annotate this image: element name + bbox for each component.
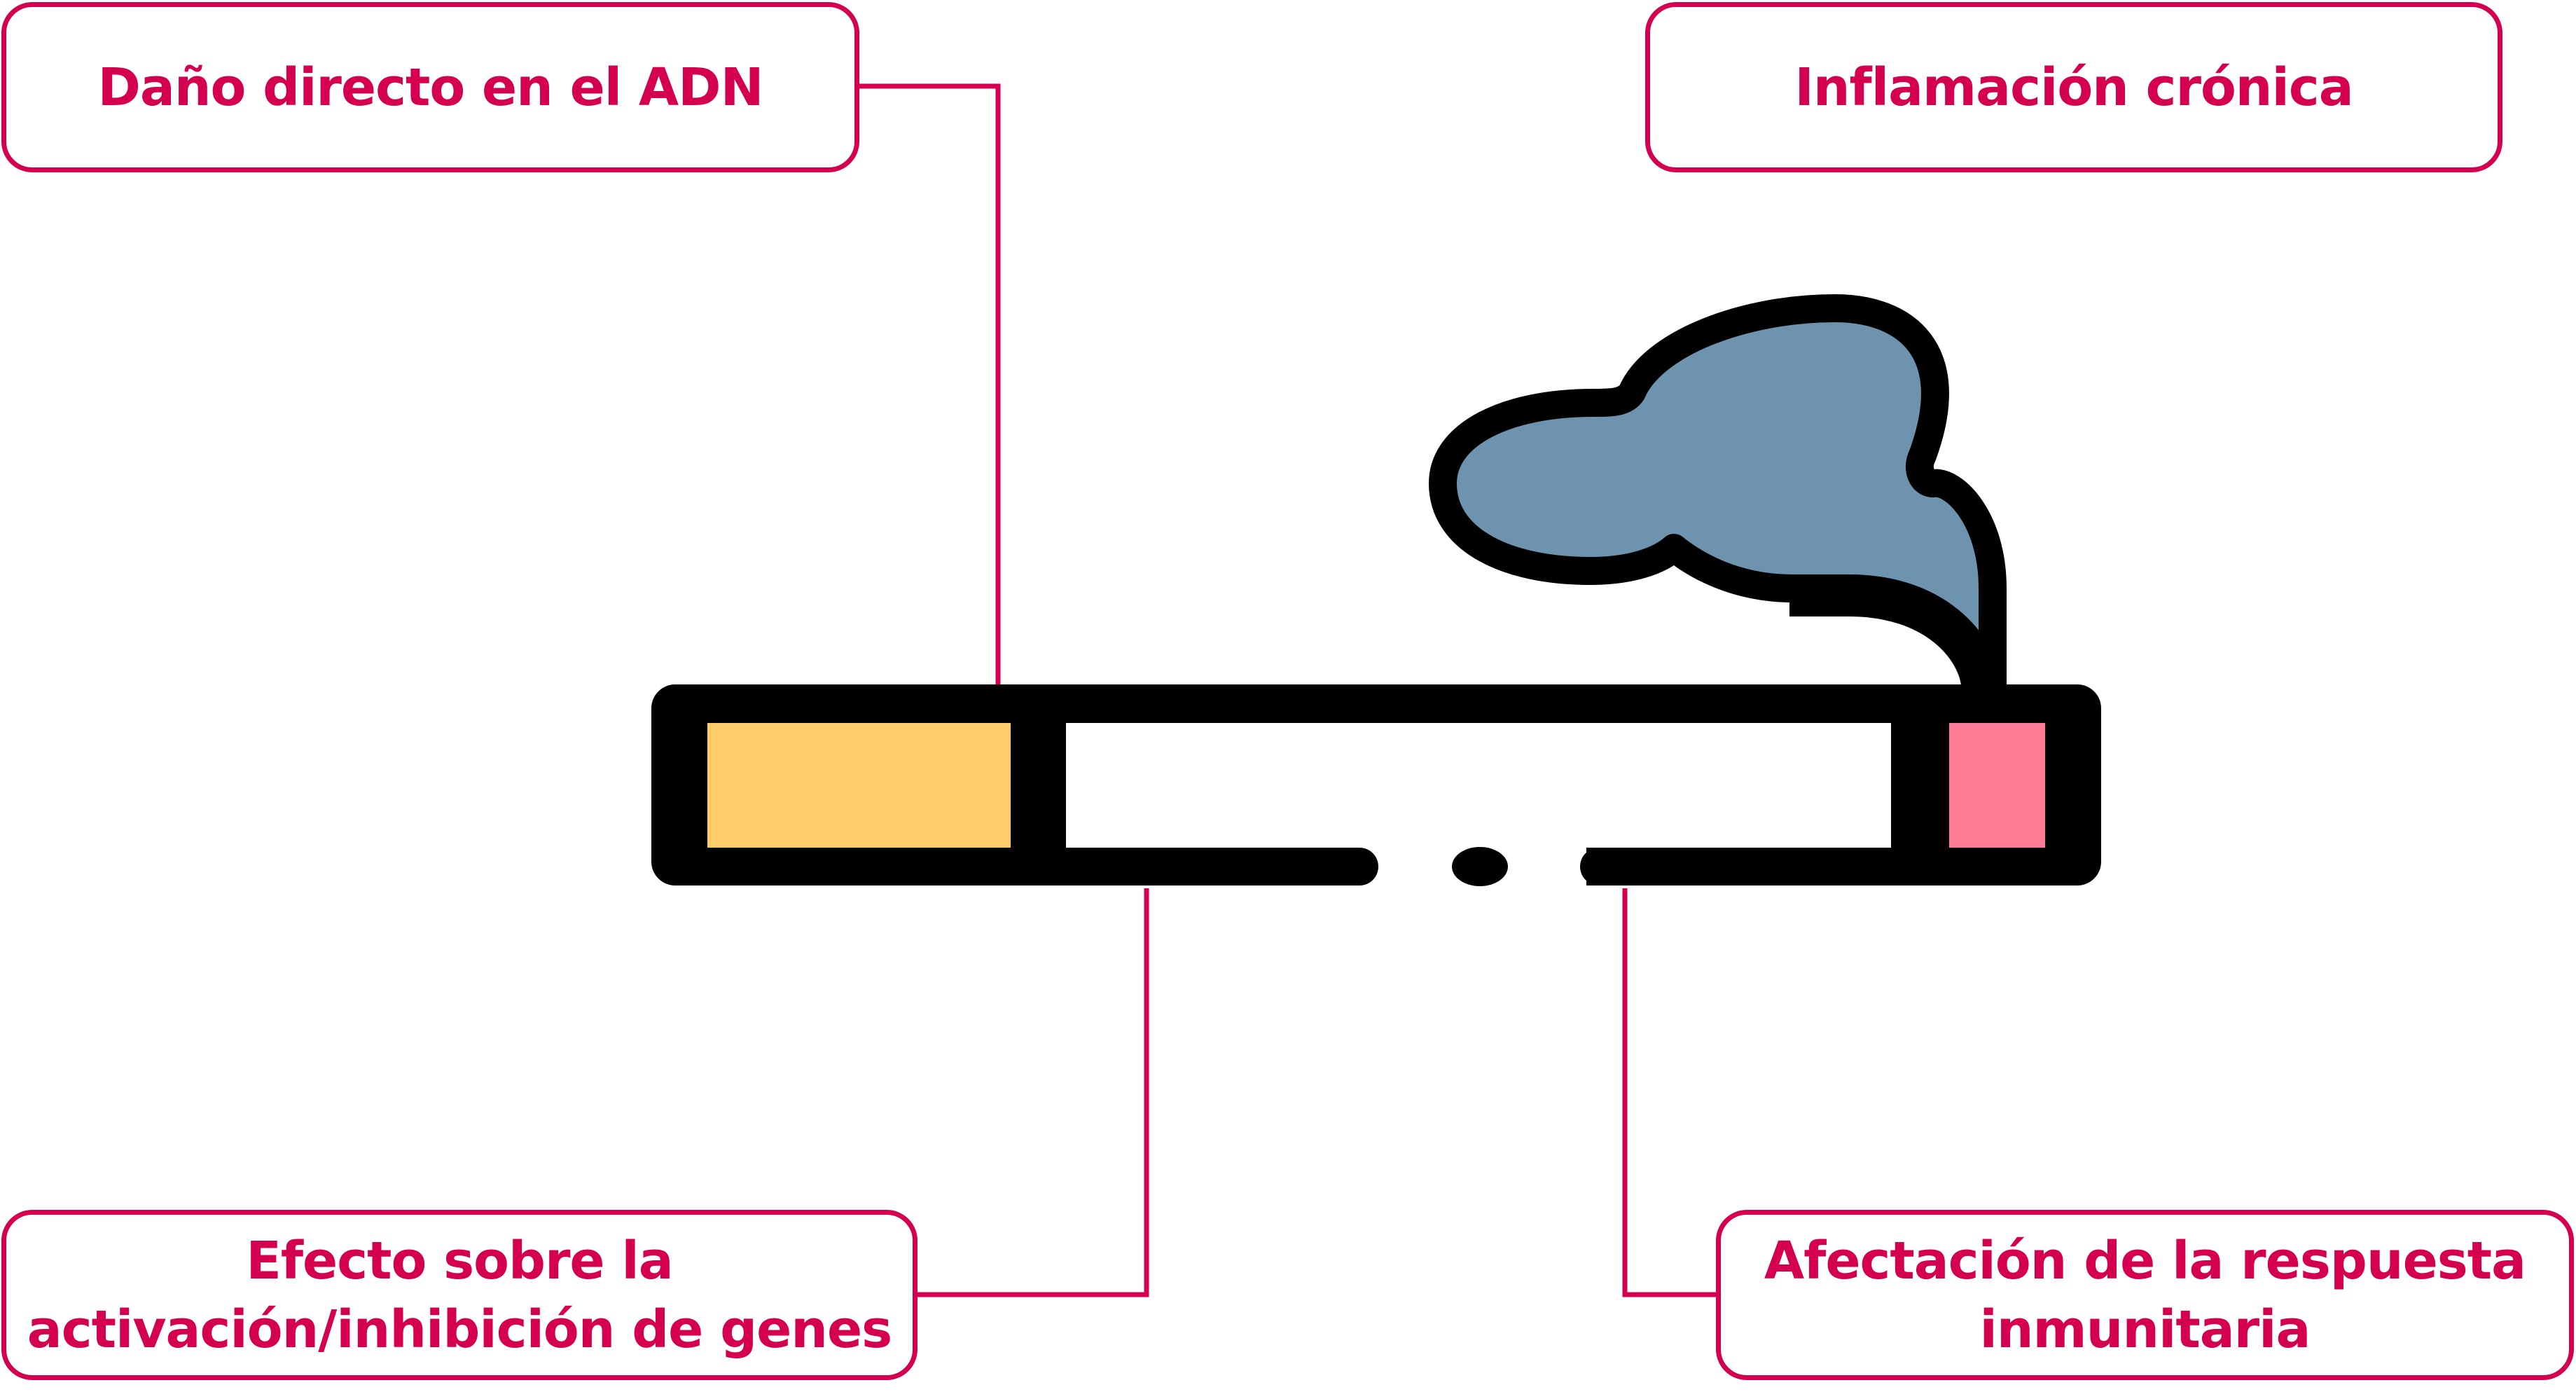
ash-dot [1452,847,1508,886]
connector-top-left [859,83,1001,690]
connector-bottom-right [1622,888,1716,1297]
connectors [859,83,1716,1297]
smoke-icon [1429,294,2007,698]
ash-segment-left [1331,848,1378,885]
connector-bottom-left [917,888,1149,1297]
label-chronic-inflammation: Inflamación crónica [1794,57,2353,118]
cigarette-with-smoke-icon [651,294,2101,893]
cigarette-paper [1066,723,1891,848]
label-box-chronic-inflammation: Inflamación crónica [1645,2,2502,172]
label-box-immune-response: Afectación de la respuesta inmunitaria [1716,1210,2574,1380]
label-immune-response: Afectación de la respuesta inmunitaria [1764,1230,2526,1360]
smoke-tail [1793,616,1954,684]
ash-segment-right [1580,848,1636,885]
label-box-gene-activation: Efecto sobre la activación/inhibición de… [1,1210,917,1380]
label-dna-damage: Daño directo en el ADN [97,57,763,118]
smoke-tail-stroke [1789,588,1989,687]
label-gene-activation: Efecto sobre la activación/inhibición de… [27,1230,892,1360]
label-box-dna-damage: Daño directo en el ADN [1,2,859,172]
cigarette-ember [1949,723,2045,848]
cigarette-filter [707,723,1011,848]
